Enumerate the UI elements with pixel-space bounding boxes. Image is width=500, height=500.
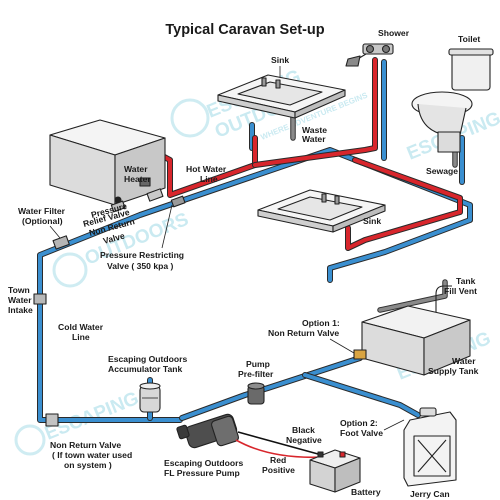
sewage-label: Sewage	[426, 166, 458, 176]
red-positive-label-1: Red	[270, 455, 286, 465]
jerry-can	[403, 407, 457, 487]
town-water-label-2: Water	[8, 295, 32, 305]
sink-middle: Sink	[257, 189, 386, 233]
accumulator-label-1: Escaping Outdoors	[108, 354, 187, 364]
pressure-pump	[176, 413, 239, 449]
non-return-valve-bottom-label-2: ( If town water used	[52, 450, 132, 460]
pressure-restricting-label-1: Pressure Restricting	[100, 250, 184, 260]
water-heater-label-2: Heater	[124, 174, 151, 184]
hot-water-line-label-2: Line	[200, 174, 218, 184]
water-heater: Water Heater	[49, 119, 166, 206]
watermark-logo-icon-3	[14, 424, 46, 456]
shower-label: Shower	[378, 28, 410, 38]
cold-water-line-label-2: Line	[72, 332, 90, 342]
water-filter-label-1: Water Filter	[18, 206, 66, 216]
pump-label-2: FL Pressure Pump	[164, 468, 240, 478]
pump-prefilter	[247, 382, 265, 405]
sink-top-label: Sink	[271, 55, 289, 65]
non-return-valve-bottom	[45, 413, 59, 427]
tank-fill-vent-label-2: Fill Vent	[444, 286, 477, 296]
non-return-valve-bottom-label-3: on system )	[64, 460, 112, 470]
pressure-restricting-label-2: Valve ( 350 kpa )	[107, 261, 174, 271]
shower: Shower	[345, 28, 410, 67]
water-filter-label-2: (Optional)	[22, 216, 63, 226]
red-positive-label-2: Positive	[262, 465, 295, 475]
sink-top: Sink Waste Water	[217, 55, 346, 144]
watermark-logo-icon	[170, 98, 210, 138]
hot-water-line-label-1: Hot Water	[186, 164, 227, 174]
toilet: Toilet Sewage	[411, 34, 494, 176]
pump-label-1: Escaping Outdoors	[164, 458, 243, 468]
black-negative-wire	[237, 431, 319, 455]
water-supply-tank-label-2: Supply Tank	[428, 366, 479, 376]
sink-middle-label: Sink	[363, 216, 381, 226]
option2-label-1: Option 2:	[340, 418, 378, 428]
waste-water-label-1: Waste	[302, 125, 327, 135]
black-negative-label-1: Black	[292, 425, 315, 435]
option2-label-2: Foot Valve	[340, 428, 383, 438]
toilet-label: Toilet	[458, 34, 480, 44]
tank-fill-vent-label-1: Tank	[456, 276, 476, 286]
waste-water-label-2: Water	[302, 134, 326, 144]
battery	[309, 449, 361, 493]
accumulator-label-2: Accumulator Tank	[108, 364, 183, 374]
town-water-intake	[33, 293, 47, 305]
prefilter-label-2: Pre-filter	[238, 369, 274, 379]
battery-label: Battery	[351, 487, 381, 497]
water-heater-label-1: Water	[124, 164, 148, 174]
non-return-valve-bottom-label-1: Non Return Valve	[50, 440, 121, 450]
watermark-logo-icon-2	[52, 252, 88, 288]
inlet-valves	[52, 188, 186, 250]
water-supply-tank	[353, 285, 471, 376]
option1-label-1: Option 1:	[302, 318, 340, 328]
page-title: Typical Caravan Set-up	[165, 22, 324, 38]
prefilter-label-1: Pump	[246, 359, 270, 369]
town-water-label-3: Intake	[8, 305, 33, 315]
town-water-label-1: Town	[8, 285, 30, 295]
option1-label-2: Non Return Valve	[268, 328, 339, 338]
black-negative-label-2: Negative	[286, 435, 322, 445]
accumulator-tank	[139, 382, 161, 413]
water-supply-tank-label-1: Water	[452, 356, 476, 366]
cold-water-line-label-1: Cold Water	[58, 322, 104, 332]
jerry-can-label: Jerry Can	[410, 489, 450, 499]
